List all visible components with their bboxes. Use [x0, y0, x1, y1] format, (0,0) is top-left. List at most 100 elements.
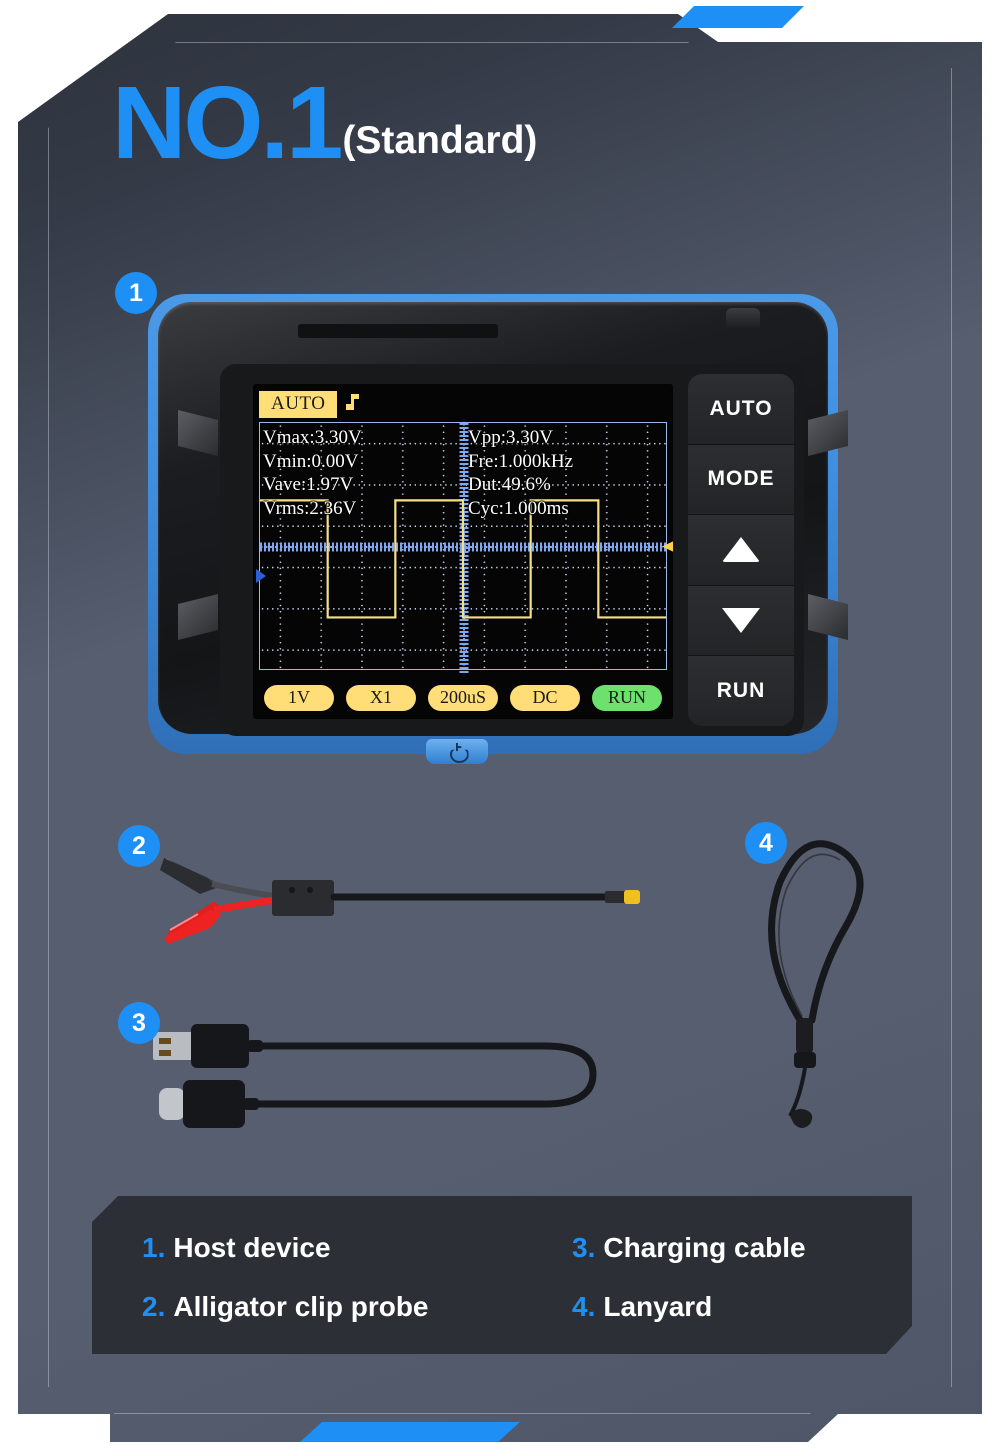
axis-tick [452, 542, 454, 552]
screen-coupling[interactable]: DC [510, 685, 580, 711]
axis-tick [460, 542, 462, 552]
screen-time-div[interactable]: 200uS [428, 685, 498, 711]
corner-bumper-bottom-right [808, 594, 848, 640]
axis-tick [556, 542, 558, 552]
axis-tick [356, 542, 358, 552]
axis-tick [276, 542, 278, 552]
axis-tick [324, 542, 326, 552]
axis-tick [424, 542, 426, 552]
axis-tick [488, 542, 490, 552]
legend-item-1-label: Host device [173, 1231, 331, 1263]
axis-tick [580, 542, 582, 552]
legend-item-4: 4. Lanyard [572, 1291, 912, 1323]
down-button[interactable] [688, 585, 794, 657]
top-port [298, 324, 498, 338]
trigger-level-marker-right[interactable] [662, 540, 673, 553]
power-icon [450, 743, 465, 759]
run-button[interactable]: RUN [688, 656, 794, 726]
axis-tick [524, 542, 526, 552]
axis-tick [512, 542, 514, 552]
axis-tick [464, 542, 466, 552]
axis-tick [520, 542, 522, 552]
axis-tick [268, 542, 270, 552]
legend-item-3: 3. Charging cable [572, 1232, 912, 1264]
axis-tick [320, 542, 322, 552]
axis-tick [592, 542, 594, 552]
axis-tick [632, 542, 634, 552]
axis-tick [284, 542, 286, 552]
axis-tick [296, 542, 298, 552]
trigger-level-marker-left[interactable] [256, 569, 266, 583]
axis-tick [596, 542, 598, 552]
axis-tick [368, 542, 370, 552]
screen-volts-div[interactable]: 1V [264, 685, 334, 711]
badge-3: 3 [118, 1002, 160, 1044]
axis-tick [552, 542, 554, 552]
legend-item-3-label: Charging cable [603, 1231, 806, 1263]
axis-tick [576, 542, 578, 552]
axis-tick [616, 542, 618, 552]
axis-tick [624, 542, 626, 552]
axis-tick [372, 542, 374, 552]
axis-tick [456, 542, 458, 552]
axis-tick [304, 542, 306, 552]
axis-tick [388, 542, 390, 552]
corner-bumper-top-left [178, 410, 218, 456]
axis-tick [504, 542, 506, 552]
axis-tick [652, 542, 654, 552]
axis-tick [604, 542, 606, 552]
axis-tick [656, 542, 658, 552]
axis-tick [348, 542, 350, 552]
mode-chip[interactable]: AUTO [259, 390, 338, 418]
axis-tick [264, 542, 266, 552]
axis-tick [660, 542, 662, 552]
legend-item-2-label: Alligator clip probe [173, 1290, 429, 1322]
corner-bumper-bottom-left [178, 594, 218, 640]
badge-2: 2 [118, 825, 160, 867]
axis-tick [484, 542, 486, 552]
axis-tick [444, 542, 446, 552]
legend-item-4-label: Lanyard [603, 1290, 713, 1322]
mode-button[interactable]: MODE [688, 444, 794, 516]
charging-cable [153, 1024, 597, 1128]
arrow-down-icon [722, 608, 760, 634]
axis-tick [380, 542, 382, 552]
axis-tick [628, 542, 630, 552]
axis-tick [496, 542, 498, 552]
axis-tick [476, 542, 478, 552]
power-button[interactable] [426, 739, 488, 764]
axis-tick [280, 542, 282, 552]
axis-tick [340, 542, 342, 552]
accent-strip-bottom [300, 1422, 520, 1442]
auto-button[interactable]: AUTO [688, 374, 794, 445]
axis-tick [440, 542, 442, 552]
legend-item-2-number: 2. [142, 1290, 166, 1322]
axis-tick [412, 542, 414, 552]
axis-tick [620, 542, 622, 552]
waveform-trace [260, 499, 666, 619]
axis-tick [500, 542, 502, 552]
axis-tick [292, 542, 294, 552]
axis-tick [584, 542, 586, 552]
axis-tick [260, 542, 262, 552]
screen-run-state[interactable]: RUN [592, 685, 662, 711]
axis-tick [508, 542, 510, 552]
axis-tick [352, 542, 354, 552]
axis-tick [459, 671, 469, 673]
axis-tick [468, 542, 470, 552]
axis-tick [272, 542, 274, 552]
axis-tick [540, 542, 542, 552]
rotary-knob[interactable] [726, 308, 760, 330]
alligator-clip-probe [160, 858, 640, 944]
screen-probe-atten[interactable]: X1 [346, 685, 416, 711]
axis-tick [572, 542, 574, 552]
axis-tick [328, 542, 330, 552]
screen-bottom-bar: 1V X1 200uS DC RUN [253, 685, 673, 711]
screen-top-bar: AUTO [253, 390, 673, 418]
axis-tick [312, 542, 314, 552]
axis-tick [448, 542, 450, 552]
axis-tick [492, 542, 494, 552]
up-button[interactable] [688, 515, 794, 586]
accent-strip-top [672, 6, 804, 28]
corner-bumper-top-right [808, 410, 848, 456]
